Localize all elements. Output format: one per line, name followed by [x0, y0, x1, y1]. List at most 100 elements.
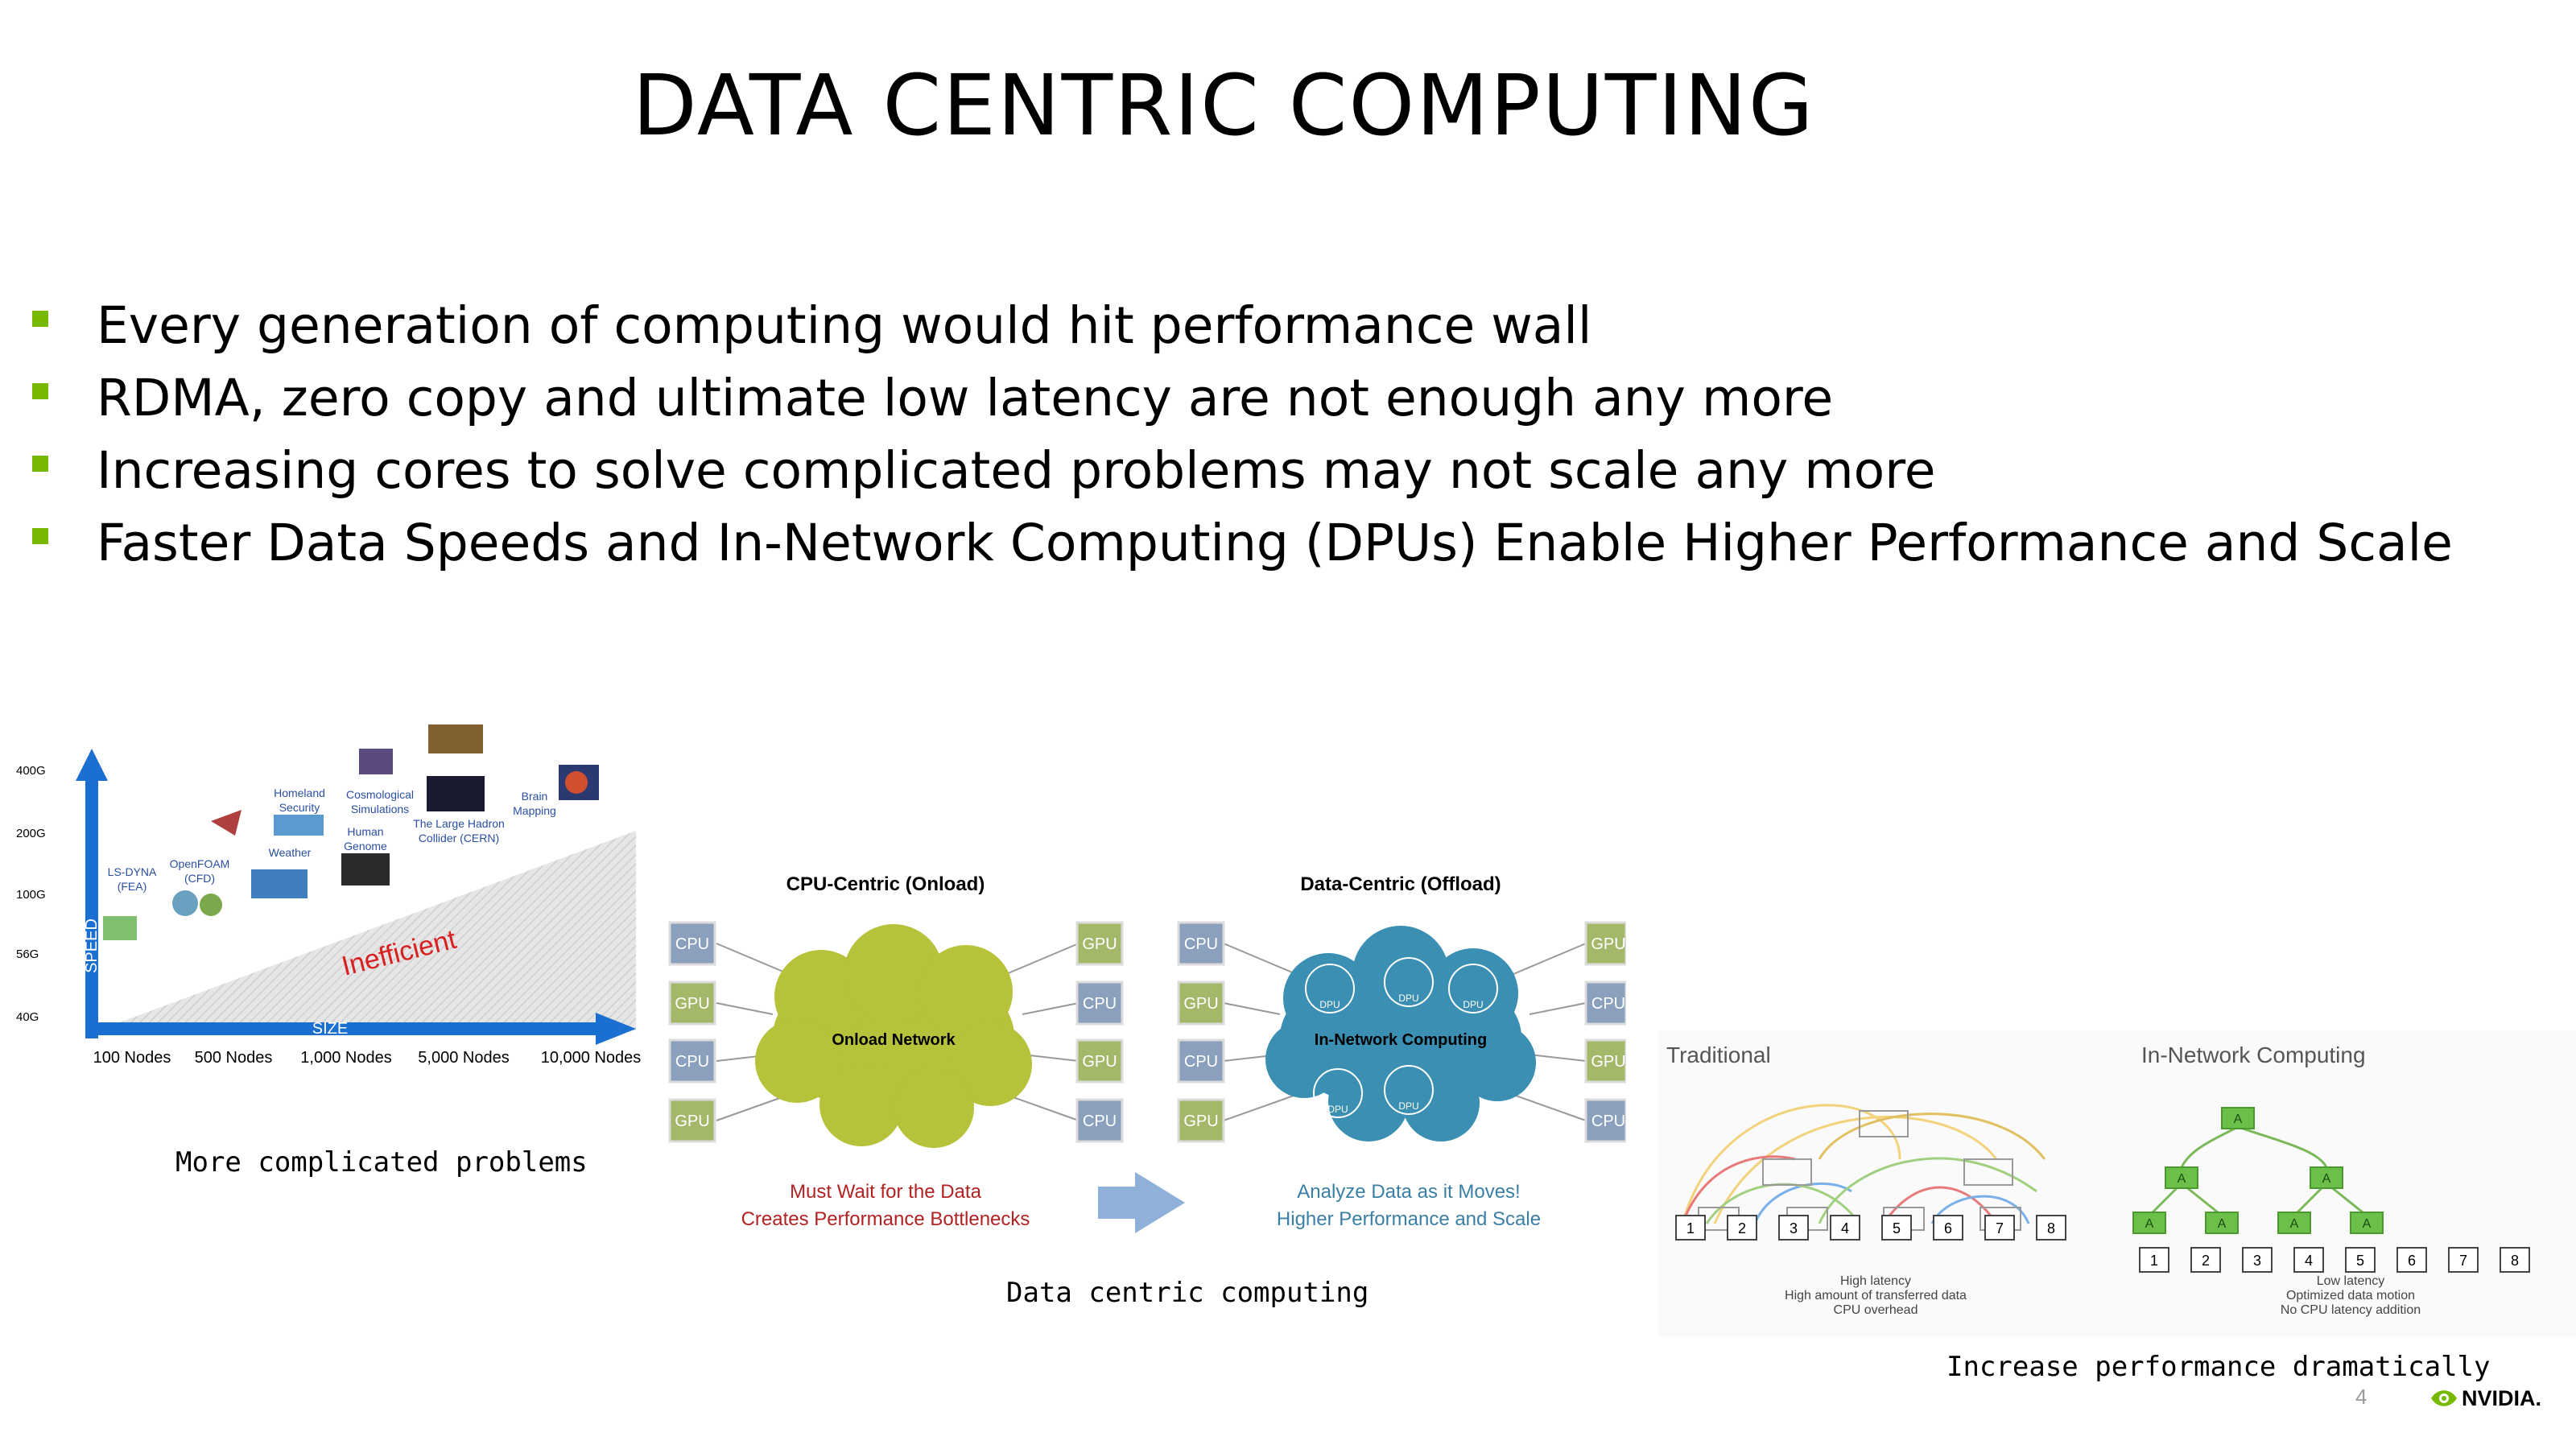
x-axis-label: SIZE: [312, 1020, 348, 1038]
bullet-text: Faster Data Speeds and In-Network Comput…: [97, 514, 2453, 572]
dpu-icon: [1313, 1068, 1363, 1118]
node-label: CPU: [1591, 995, 1625, 1013]
page-number: 4: [2355, 1385, 2368, 1409]
transition-arrow-icon: [1098, 1172, 1185, 1233]
x-tick-label: 100 Nodes: [93, 1049, 171, 1067]
app-label: Homeland: [274, 786, 325, 799]
app-label: OpenFOAM: [170, 857, 230, 870]
right-figure-caption: Increase performance dramatically: [1946, 1351, 2491, 1383]
leaf-label: 4: [1841, 1220, 1849, 1236]
node-box: [1584, 1038, 1626, 1084]
leaf-label: 6: [1944, 1220, 1952, 1236]
dpu-icon: [1384, 1065, 1434, 1115]
node-label: GPU: [1591, 1053, 1625, 1071]
node-label: GPU: [1082, 1053, 1117, 1071]
data-centric-title: Data-Centric (Offload): [1300, 873, 1501, 895]
dpu-label: DPU: [1398, 993, 1418, 1004]
traditional-note: High latency: [1840, 1274, 1911, 1288]
x-tick-label: 10,000 Nodes: [541, 1049, 642, 1067]
aggregation-node: [2132, 1212, 2166, 1234]
leaf-label: 3: [1790, 1220, 1798, 1236]
y-tick-label: 200G: [16, 827, 46, 840]
lhc-thumbnail: [427, 776, 485, 811]
onload-cloud: [755, 924, 1032, 1148]
lsdyna-thumbnail: [103, 916, 137, 940]
app-label: (CFD): [184, 872, 215, 885]
app-label: Genome: [344, 840, 387, 852]
homeland-thumbnail: [211, 810, 242, 836]
leaf-label: 2: [1738, 1220, 1746, 1236]
dpu-icon: [1448, 964, 1498, 1013]
app-label: Cosmological: [346, 788, 414, 801]
app-label: Weather: [269, 846, 312, 859]
app-label: Collider (CERN): [419, 832, 499, 844]
x-tick-label: 1,000 Nodes: [300, 1049, 391, 1067]
node-label: GPU: [1082, 935, 1117, 953]
node-box: [668, 921, 716, 966]
node-box: [1177, 1098, 1225, 1143]
y-tick-label: 40G: [16, 1010, 39, 1024]
leaf-label: 5: [2356, 1253, 2364, 1269]
aggregation-node: [2277, 1212, 2311, 1234]
app-label: LS-DYNA: [108, 865, 157, 878]
in-network-note: Low latency: [2317, 1274, 2385, 1288]
node-label: CPU: [1083, 995, 1117, 1013]
dpu-label: DPU: [1319, 999, 1340, 1010]
bullet-text: Increasing cores to solve complicated pr…: [97, 441, 1936, 500]
dpu-label: DPU: [1463, 999, 1483, 1010]
y-axis-bar: [85, 773, 98, 1038]
node-label: CPU: [1591, 1113, 1625, 1130]
aggregation-node: [2310, 1166, 2343, 1189]
leaf-label: 4: [2305, 1253, 2313, 1269]
in-network-title: In-Network Computing: [2141, 1042, 2366, 1067]
in-network-note: No CPU latency addition: [2281, 1303, 2421, 1317]
node-box: [1584, 921, 1626, 966]
in-network-cloud: [1265, 926, 1536, 1141]
node-box: [1075, 1038, 1124, 1084]
node-label: GPU: [675, 995, 709, 1013]
app-label: The Large Hadron: [413, 817, 505, 830]
leaf-label: 1: [1686, 1220, 1695, 1236]
aggregation-label: A: [2363, 1217, 2372, 1231]
node-box: [1177, 980, 1225, 1026]
leaf-label: 3: [2253, 1253, 2261, 1269]
openfoam-thumbnail: [172, 890, 198, 916]
traditional-note: CPU overhead: [1834, 1303, 1918, 1317]
bullet-square-icon: [32, 456, 48, 472]
node-box: [1584, 980, 1626, 1026]
middle-figure-caption: Data centric computing: [1006, 1277, 1369, 1309]
app-label: Security: [279, 801, 320, 814]
node-label: CPU: [675, 935, 709, 953]
slide-title: DATA CENTRIC COMPUTING: [632, 56, 1815, 155]
traditional-title: Traditional: [1666, 1042, 1771, 1067]
node-box: [1075, 1098, 1124, 1143]
y-axis-arrow-icon: [76, 749, 108, 781]
node-box: [668, 1098, 716, 1143]
node-box: [1177, 921, 1225, 966]
node-label: CPU: [675, 1053, 709, 1071]
x-axis-arrow-icon: [596, 1013, 636, 1045]
node-label: GPU: [1183, 1113, 1218, 1130]
leaf-label: 6: [2408, 1253, 2416, 1269]
x-tick-label: 5,000 Nodes: [418, 1049, 509, 1067]
onload-note: Creates Performance Bottlenecks: [741, 1208, 1030, 1230]
nvidia-eye-logo-icon: [2429, 1386, 2458, 1410]
homeland-thumbnail: [274, 815, 324, 836]
leaf-label: 2: [2202, 1253, 2210, 1269]
node-box: [1075, 921, 1124, 966]
dpu-label: DPU: [1327, 1104, 1348, 1115]
genome-thumbnail: [341, 853, 390, 886]
app-label: Mapping: [513, 804, 556, 817]
x-tick-label: 500 Nodes: [195, 1049, 273, 1067]
node-label: GPU: [1591, 935, 1625, 953]
dpu-icon: [1305, 964, 1355, 1013]
node-label: CPU: [1184, 935, 1218, 953]
aggregation-node: [2205, 1212, 2239, 1234]
node-label: GPU: [1183, 995, 1218, 1013]
aggregation-label: A: [2234, 1113, 2243, 1126]
y-axis-label: SPEED: [83, 919, 101, 973]
node-box: [1584, 1098, 1626, 1143]
leaf-label: 8: [2047, 1220, 2055, 1236]
y-tick-label: 56G: [16, 947, 39, 961]
leaf-label: 7: [2459, 1253, 2467, 1269]
